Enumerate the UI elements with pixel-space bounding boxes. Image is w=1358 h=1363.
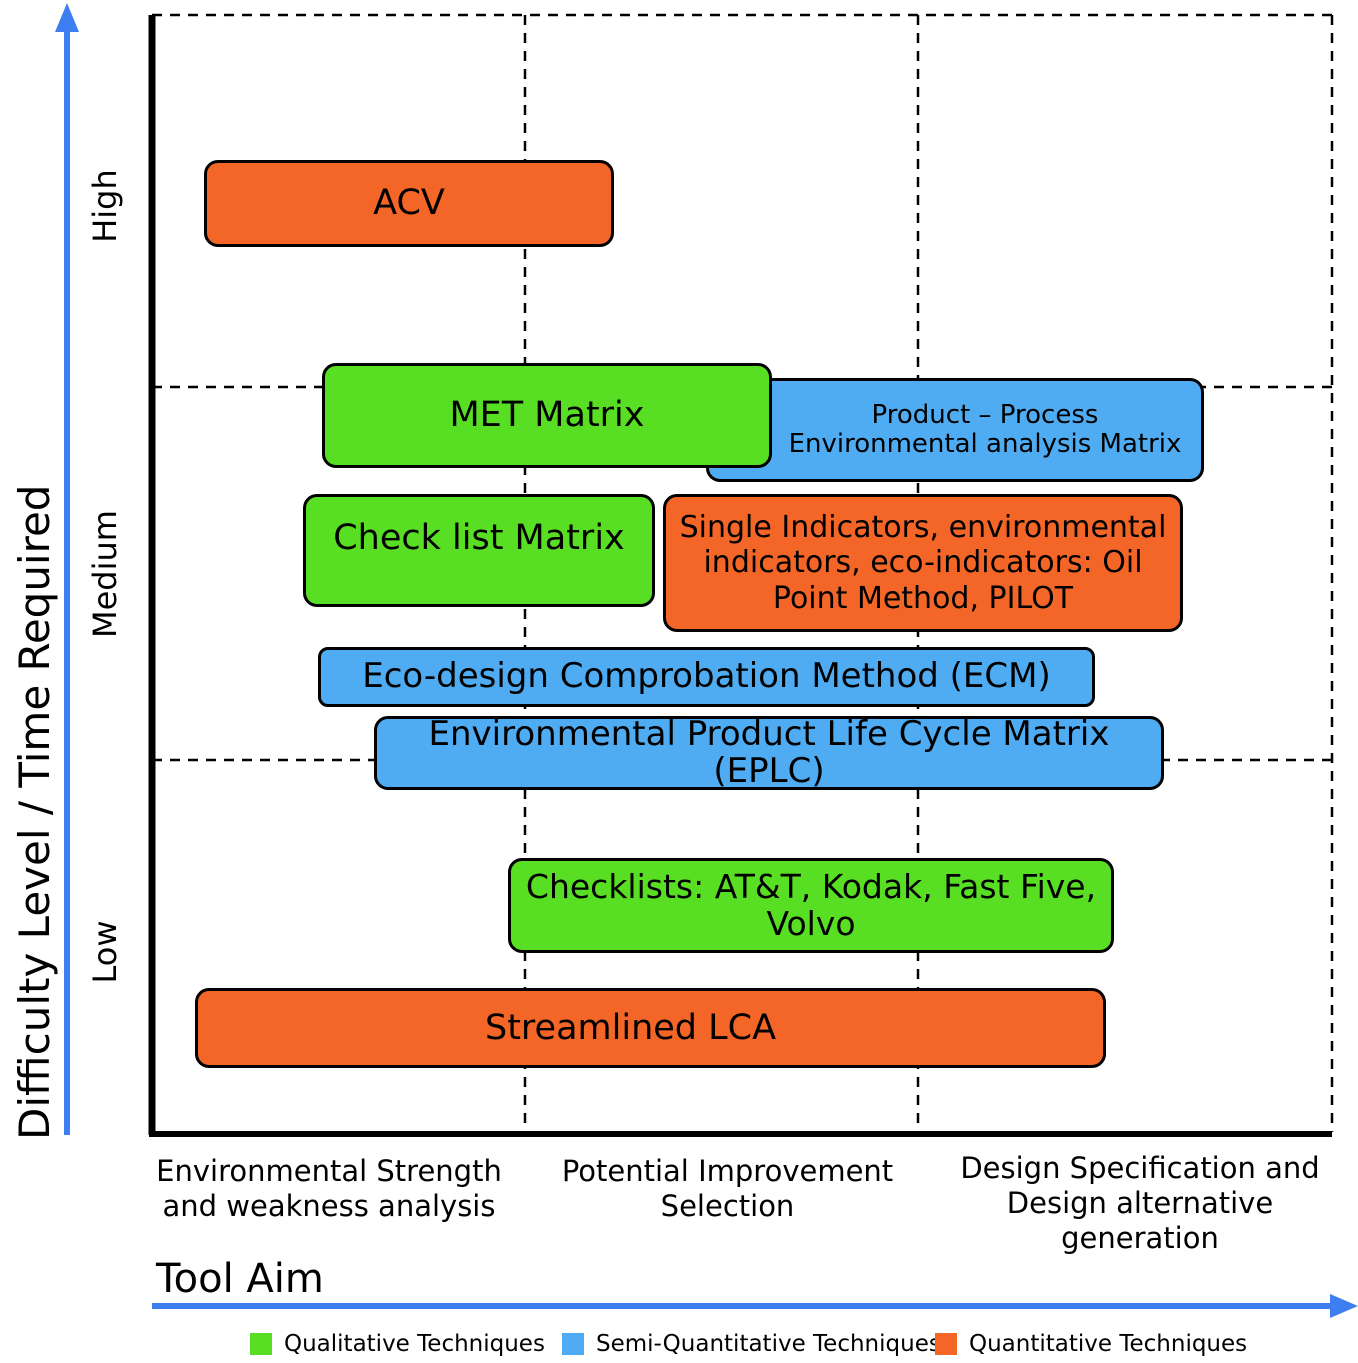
- box-checklists: Checklists: AT&T, Kodak, Fast Five, Volv…: [508, 858, 1114, 953]
- box-ecm-label: Eco-design Comprobation Method (ECM): [362, 656, 1051, 697]
- y-arrow-head-icon: [55, 3, 79, 32]
- box-single-line2: indicators, eco-indicators: Oil: [703, 545, 1143, 581]
- box-streamlined-lca-label: Streamlined LCA: [484, 1007, 777, 1048]
- x-axis-title: Tool Aim: [156, 1256, 324, 1302]
- box-checklists-line1: Checklists: AT&T, Kodak, Fast Five,: [525, 867, 1097, 907]
- box-met-matrix-label: MET Matrix: [449, 395, 645, 436]
- legend-semi-swatch: [562, 1333, 584, 1355]
- legend-quantitative-swatch: [935, 1333, 957, 1355]
- legend-quantitative-label: Quantitative Techniques: [969, 1331, 1248, 1357]
- box-streamlined-lca: Streamlined LCA: [195, 988, 1106, 1068]
- y-axis-title: Difficulty Level / Time Required: [10, 484, 59, 1140]
- box-met-matrix: MET Matrix: [322, 363, 772, 468]
- y-level-low: Low: [86, 920, 124, 984]
- x-category-strength-weakness: Environmental Strength and weakness anal…: [156, 1154, 502, 1223]
- y-level-high: High: [86, 169, 124, 243]
- legend-qualitative-label: Qualitative Techniques: [284, 1331, 545, 1357]
- box-ppeam-line1: Product – Process: [871, 400, 1099, 431]
- legend-quantitative: Quantitative Techniques: [935, 1331, 1247, 1357]
- box-eplc: Environmental Product Life Cycle Matrix …: [374, 713, 1164, 791]
- legend-semi-label: Semi-Quantitative Techniques: [596, 1331, 941, 1357]
- box-eplc-label: Environmental Product Life Cycle Matrix …: [428, 713, 1110, 791]
- box-check-list-matrix-label: Check list Matrix: [333, 518, 625, 558]
- box-single-line3: Point Method, PILOT: [772, 580, 1074, 616]
- legend-qualitative: Qualitative Techniques: [250, 1331, 545, 1357]
- box-check-list-matrix: Check list Matrix: [303, 494, 655, 607]
- box-product-process-matrix: Product – Process Environmental analysis…: [706, 378, 1204, 482]
- legend-qualitative-swatch: [250, 1333, 272, 1355]
- box-ecm: Eco-design Comprobation Method (ECM): [318, 647, 1095, 707]
- y-level-medium: Medium: [86, 510, 124, 638]
- x-category-design-specification: Design Specification and Design alternat…: [960, 1151, 1320, 1255]
- box-checklists-line2: Volvo: [766, 903, 856, 943]
- box-acv-label: ACV: [373, 183, 445, 224]
- x-arrow-head-icon: [1330, 1294, 1358, 1318]
- box-single-line1: Single Indicators, environmental: [679, 510, 1167, 546]
- box-single-indicators: Single Indicators, environmental indicat…: [663, 494, 1183, 632]
- box-ppeam-line2: Environmental analysis Matrix: [788, 429, 1182, 459]
- legend-semi-quantitative: Semi-Quantitative Techniques: [562, 1331, 941, 1357]
- x-category-improvement-selection: Potential Improvement Selection: [561, 1154, 894, 1223]
- box-acv: ACV: [204, 160, 614, 247]
